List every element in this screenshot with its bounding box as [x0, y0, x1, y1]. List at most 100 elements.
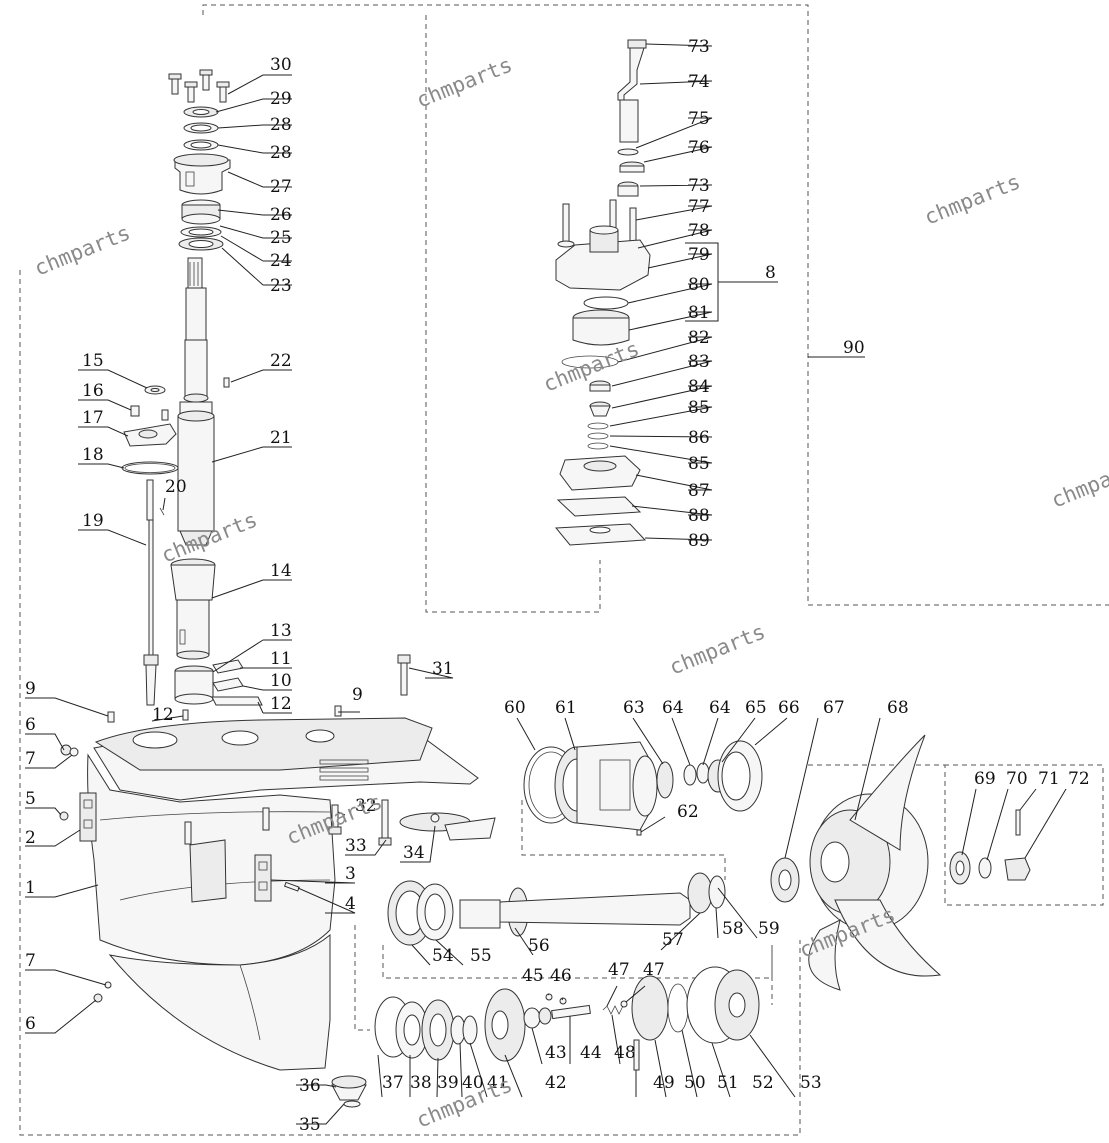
callout-27: 27 [270, 177, 292, 197]
callout-53: 53 [800, 1073, 822, 1093]
callout-37: 37 [382, 1073, 404, 1093]
callout-11: 11 [270, 649, 292, 669]
callout-58: 58 [722, 919, 744, 939]
callout-56: 56 [528, 936, 550, 956]
callout-2: 2 [25, 828, 36, 848]
callout-20: 20 [165, 477, 187, 497]
callout-81: 81 [688, 303, 710, 323]
callout-67: 67 [823, 698, 845, 718]
callout-59: 59 [758, 919, 780, 939]
callout-76: 76 [688, 138, 710, 158]
callout-64-b: 64 [709, 698, 731, 718]
watermark: chmparts [666, 619, 769, 679]
callout-29: 29 [270, 89, 292, 109]
callout-72: 72 [1068, 769, 1090, 789]
callout-23: 23 [270, 276, 292, 296]
callout-31: 31 [432, 659, 454, 679]
water-pump-group [554, 39, 651, 546]
callout-71: 71 [1038, 769, 1060, 789]
callout-85-b: 85 [688, 454, 710, 474]
callout-numbers: 1 2 3 4 5 6 7 6 7 8 9 9 10 11 12 12 13 1… [25, 37, 1090, 1135]
callout-1: 1 [25, 878, 36, 898]
callout-82: 82 [688, 328, 710, 348]
propeller-group [770, 734, 1031, 991]
callout-60: 60 [504, 698, 526, 718]
callout-8: 8 [765, 263, 776, 283]
callout-55: 55 [470, 946, 492, 966]
callout-12: 12 [270, 694, 292, 714]
callout-80: 80 [688, 275, 710, 295]
callout-34: 34 [403, 843, 425, 863]
callout-68: 68 [887, 698, 909, 718]
callout-47-b: 47 [643, 960, 665, 980]
callout-54: 54 [432, 946, 454, 966]
callout-57: 57 [662, 930, 684, 950]
callout-19: 19 [82, 511, 104, 531]
watermark: chmparts [413, 52, 516, 112]
callout-26: 26 [270, 205, 292, 225]
callout-49: 49 [653, 1073, 675, 1093]
callout-14: 14 [270, 561, 292, 581]
callout-15: 15 [82, 351, 104, 371]
watermark: chmparts [31, 220, 134, 280]
callout-88: 88 [688, 506, 710, 526]
callout-86: 86 [688, 428, 710, 448]
callout-74: 74 [688, 72, 710, 92]
callout-43: 43 [545, 1043, 567, 1063]
callout-65: 65 [745, 698, 767, 718]
watermark: chmparts [921, 169, 1024, 229]
callout-64-a: 64 [662, 698, 684, 718]
callout-38: 38 [410, 1073, 432, 1093]
callout-36: 36 [299, 1076, 321, 1096]
callout-6-lower: 6 [25, 1014, 36, 1034]
callout-13: 13 [270, 621, 292, 641]
callout-44: 44 [580, 1043, 602, 1063]
callout-17: 17 [82, 408, 104, 428]
callout-9: 9 [25, 679, 36, 699]
callout-83: 83 [688, 352, 710, 372]
prop-shaft-group [387, 872, 726, 946]
callout-39: 39 [437, 1073, 459, 1093]
gear-group [374, 966, 760, 1071]
callout-45: 45 [522, 966, 544, 986]
gearcase-housing [59, 654, 496, 1108]
callout-84: 84 [688, 377, 710, 397]
driveshaft-stack [168, 69, 263, 706]
callout-4: 4 [345, 894, 356, 914]
callout-41: 41 [487, 1073, 509, 1093]
callout-69: 69 [974, 769, 996, 789]
callout-62: 62 [677, 802, 699, 822]
callout-40: 40 [462, 1073, 484, 1093]
prop-shaft-housing-group [523, 740, 763, 836]
callout-85-a: 85 [688, 398, 710, 418]
leader-lines [25, 43, 1067, 1125]
callout-25: 25 [270, 228, 292, 248]
callout-22: 22 [270, 351, 292, 371]
callout-61: 61 [555, 698, 577, 718]
callout-10: 10 [270, 671, 292, 691]
callout-90: 90 [843, 338, 865, 358]
shift-rod-group [121, 385, 179, 706]
callout-24: 24 [270, 251, 292, 271]
callout-78: 78 [688, 221, 710, 241]
callout-28-a: 28 [270, 115, 292, 135]
callout-70: 70 [1006, 769, 1028, 789]
callout-73-a: 73 [688, 37, 710, 57]
callout-73-b: 73 [688, 176, 710, 196]
callout-50: 50 [684, 1073, 706, 1093]
callout-46: 46 [550, 966, 572, 986]
callout-87: 87 [688, 481, 710, 501]
callout-7: 7 [25, 749, 36, 769]
callout-35: 35 [299, 1115, 321, 1135]
callout-21: 21 [270, 428, 292, 448]
callout-51: 51 [717, 1073, 739, 1093]
callout-28-b: 28 [270, 143, 292, 163]
callout-30: 30 [270, 55, 292, 75]
callout-9-right: 9 [352, 685, 363, 705]
callout-7-lower: 7 [25, 951, 36, 971]
callout-12-left: 12 [152, 705, 174, 725]
callout-75: 75 [688, 109, 710, 129]
callout-66: 66 [778, 698, 800, 718]
callout-42: 42 [545, 1073, 567, 1093]
